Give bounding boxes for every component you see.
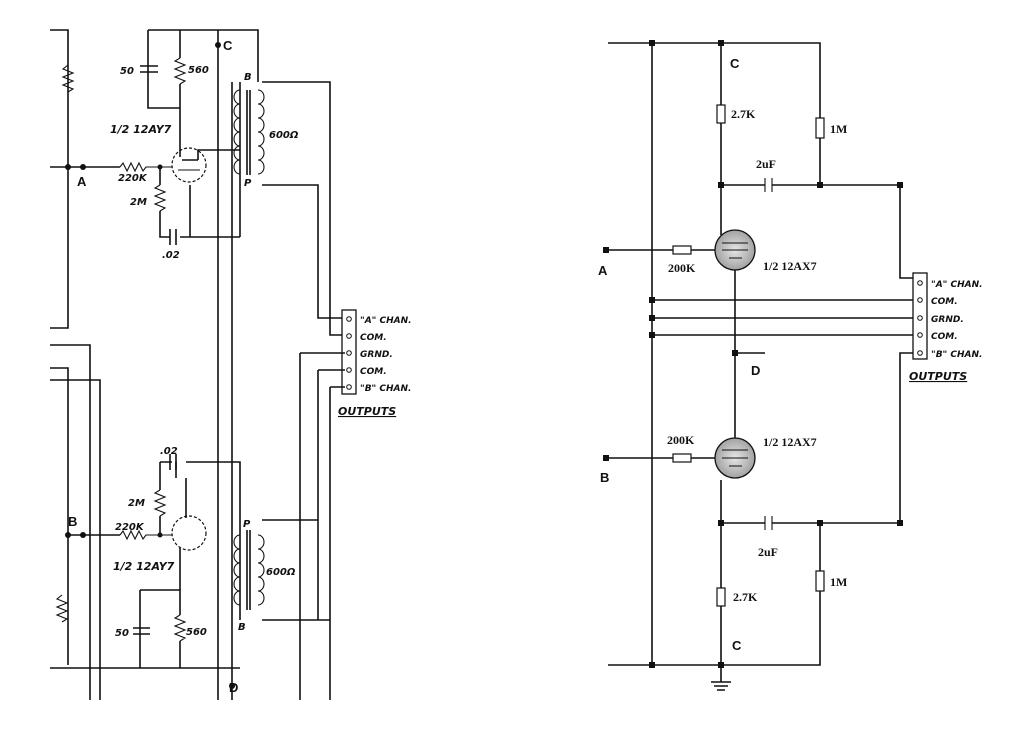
left-output-com-1: COM. bbox=[360, 333, 387, 343]
left-xfmr-top-b: B bbox=[244, 72, 252, 83]
left-node-c: C bbox=[223, 38, 233, 53]
right-output-b-chan: "B" CHAN. bbox=[931, 350, 982, 360]
left-xfmr-top-label: 600Ω bbox=[269, 130, 299, 141]
right-cap-top-label: 2uF bbox=[756, 157, 776, 171]
left-r-fb-bottom: 2M bbox=[128, 498, 145, 509]
left-cap-cathode-top: 50 bbox=[120, 66, 134, 77]
right-r-load-top-label: 1M bbox=[830, 122, 847, 136]
right-r-load-bottom bbox=[815, 570, 825, 592]
right-node-c-top: C bbox=[730, 56, 740, 71]
left-r-grid-bottom: 220K bbox=[115, 522, 145, 533]
right-cap-bottom-label: 2uF bbox=[758, 545, 778, 559]
right-node-c-bottom: C bbox=[732, 638, 742, 653]
right-output-com-2: COM. bbox=[931, 332, 958, 342]
left-r-grid-top: 220K bbox=[118, 173, 148, 184]
left-node-b: B bbox=[68, 514, 77, 529]
left-xfmr-top-p: P bbox=[244, 178, 252, 189]
left-output-b-chan: "B" CHAN. bbox=[360, 384, 411, 394]
right-node-b: B bbox=[600, 470, 609, 485]
left-output-a-chan: "A" CHAN. bbox=[360, 316, 412, 326]
left-labels: A B C D 1/2 12AY7 1/2 12AY7 560 560 50 5… bbox=[68, 38, 412, 695]
right-tube-top-label: 1/2 12AX7 bbox=[763, 259, 817, 273]
right-labels: A B C C D 2.7K 2.7K 1M 1M 2uF 2uF 200K 2… bbox=[598, 56, 983, 653]
right-r-grid-bottom bbox=[672, 453, 692, 463]
right-r-plate-top-label: 2.7K bbox=[731, 107, 756, 121]
right-r-plate-top bbox=[716, 104, 726, 124]
left-xfmr-bottom-b: B bbox=[238, 622, 246, 633]
right-outputs-title: OUTPUTS bbox=[909, 370, 967, 383]
left-schematic bbox=[50, 29, 357, 700]
left-tube-bottom-label: 1/2 12AY7 bbox=[113, 560, 175, 573]
right-schematic bbox=[603, 40, 928, 691]
right-r-grid-top bbox=[672, 245, 692, 255]
left-cap-cathode-bottom: 50 bbox=[115, 628, 129, 639]
right-output-a-chan: "A" CHAN. bbox=[931, 280, 983, 290]
right-output-com-1: COM. bbox=[931, 297, 958, 307]
left-node-a: A bbox=[77, 174, 87, 189]
right-r-grid-top-label: 200K bbox=[668, 261, 696, 275]
right-r-load-bottom-label: 1M bbox=[830, 575, 847, 589]
left-xfmr-bottom-p: P bbox=[243, 519, 251, 530]
right-output-grnd: GRND. bbox=[931, 315, 964, 325]
left-output-com-2: COM. bbox=[360, 367, 387, 377]
left-tube-top-label: 1/2 12AY7 bbox=[110, 123, 172, 136]
left-xfmr-bottom-label: 600Ω bbox=[266, 567, 296, 578]
right-r-load-top bbox=[815, 117, 825, 139]
left-cap-fb-bottom: .02 bbox=[160, 446, 178, 457]
right-node-d: D bbox=[751, 363, 760, 378]
left-outputs-title: OUTPUTS bbox=[338, 405, 396, 418]
right-r-plate-bottom bbox=[716, 587, 726, 607]
left-r-fb-top: 2M bbox=[130, 197, 147, 208]
right-node-a: A bbox=[598, 263, 608, 278]
left-node-d: D bbox=[229, 680, 238, 695]
left-r-cathode-bottom: 560 bbox=[186, 627, 207, 638]
right-r-plate-bottom-label: 2.7K bbox=[733, 590, 758, 604]
left-cap-fb-top: .02 bbox=[162, 250, 180, 261]
right-tube-bottom-label: 1/2 12AX7 bbox=[763, 435, 817, 449]
left-output-grnd: GRND. bbox=[360, 350, 393, 360]
left-r-cathode-top: 560 bbox=[188, 65, 209, 76]
right-r-grid-bottom-label: 200K bbox=[667, 433, 695, 447]
